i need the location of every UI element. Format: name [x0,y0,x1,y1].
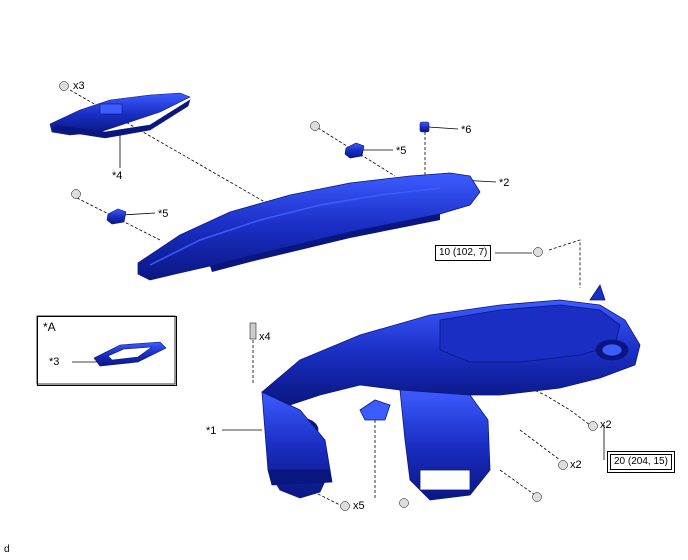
part-2-upper-pad [137,172,481,281]
screw-icon [71,189,81,199]
torque-spec-upper: 10 (102, 7) [435,245,492,261]
part-2-label: *2 [499,177,510,189]
callout-leader-lines [72,126,605,460]
clip-qty-label: x3 [73,80,85,92]
clip-qty-label: x2 [600,419,612,431]
bolt-qty-label: x5 [353,500,365,512]
screw-icon [588,421,598,431]
inset-a-box: *A [37,316,177,386]
screw-icons [59,81,598,511]
screw-icon [399,498,409,508]
screw-icon [340,501,350,511]
screw-icon [532,492,542,502]
bolt-icon [249,322,257,340]
screw-icon [310,121,320,131]
inset-a-title: *A [43,320,56,334]
part-5-clip-right [344,142,365,159]
part-6-label: *6 [461,124,472,136]
torque-spec-lower: 20 (204, 15) [607,451,675,473]
figure-corner-letter: d [4,544,10,555]
part-4-label: *4 [112,170,123,182]
screw-icon [59,81,69,91]
dashed-leader-lines [69,89,591,506]
screw-icon [533,247,543,257]
screw-icon [558,460,568,470]
part-6-plug [419,121,430,133]
part-5-label: *5 [396,145,407,157]
clip-qty-label: x2 [570,459,582,471]
bolt-qty-label: x4 [259,331,271,343]
part-1-label: *1 [206,425,217,437]
part-5-label: *5 [158,208,169,220]
part-1-panel-assembly [261,284,641,501]
part-3-bezel [93,341,167,367]
part-5-clip-left [106,208,127,225]
part-3-label: *3 [49,356,60,368]
part-4-bracket [49,92,191,139]
